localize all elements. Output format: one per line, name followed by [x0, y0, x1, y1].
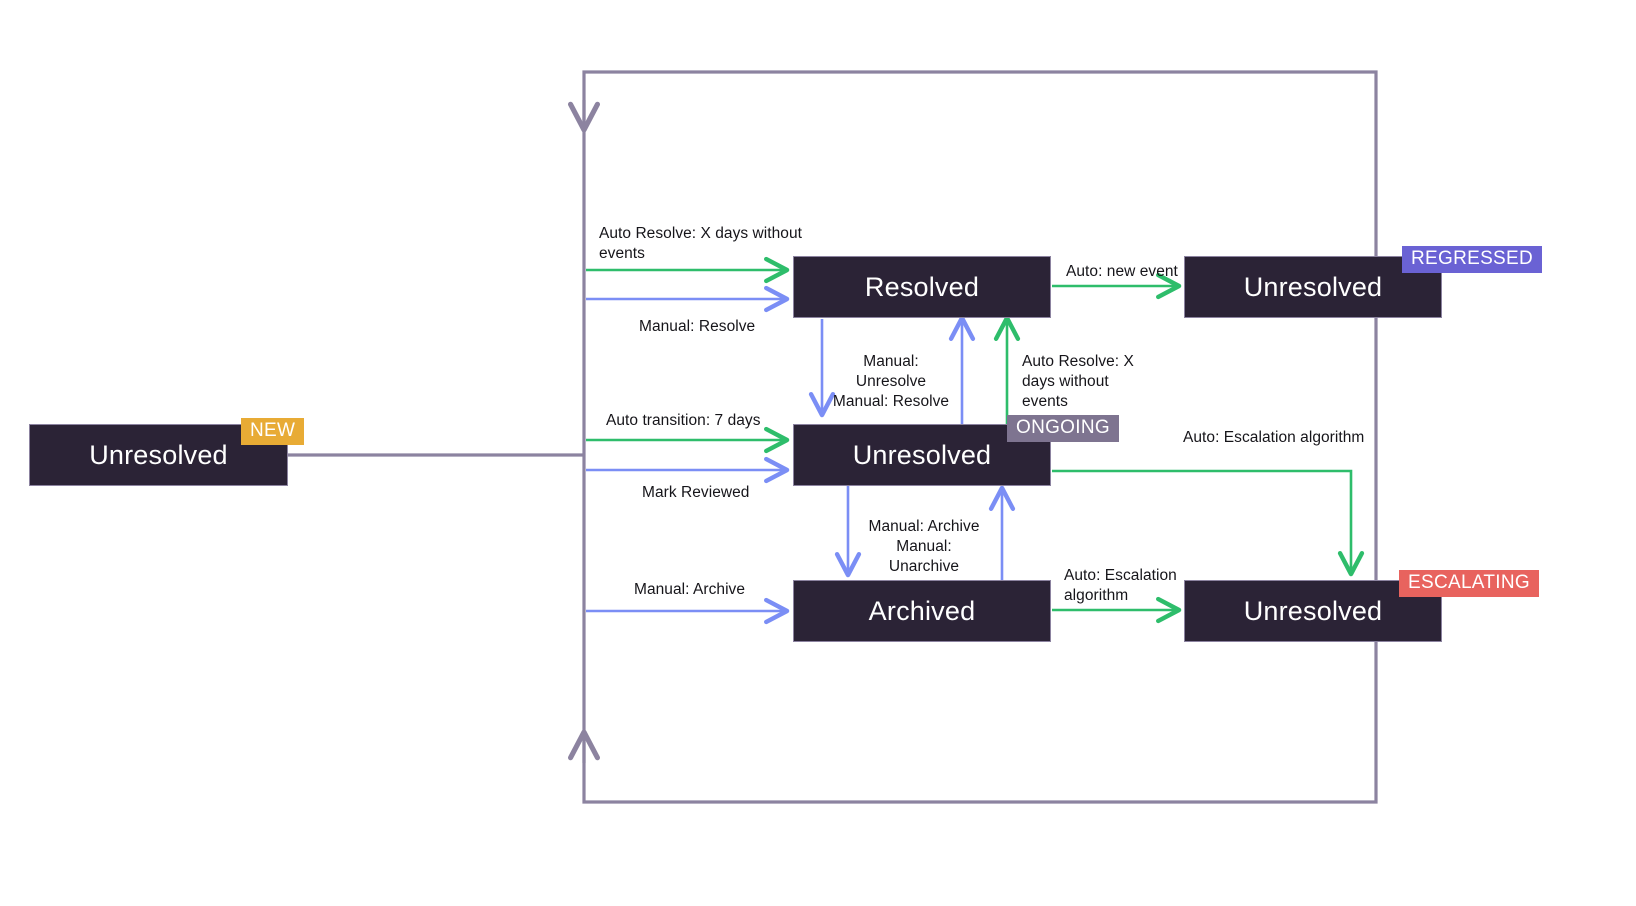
node-label: Resolved [864, 271, 980, 302]
status-badge-new: NEW [241, 418, 305, 445]
node-label: Unresolved [89, 439, 228, 470]
node-label: Archived [868, 595, 976, 626]
status-badge-ongoing: ONGOING [1007, 415, 1119, 442]
edge-label-manual-resolve: Manual: Resolve [639, 318, 756, 335]
edge-label-auto-transition-7-days: Auto transition: 7 days [606, 412, 761, 429]
edge-label-manual-unresolve-resolve: Manual: Unresolve Manual: Resolve [832, 353, 950, 410]
node-unresolved-new[interactable]: Unresolved [29, 424, 288, 486]
edge-label-auto-new-event: Auto: new event [1066, 263, 1178, 280]
status-badge-escalating: ESCALATING [1399, 570, 1539, 597]
node-archived[interactable]: Archived [793, 580, 1051, 642]
edge-label-auto-resolve-x-days: Auto Resolve: X days without events [599, 225, 803, 262]
node-label: Unresolved [1243, 595, 1383, 626]
edge-label-auto-escalation-algorithm-bottom: Auto: Escalation algorithm [1064, 567, 1177, 604]
node-label: Unresolved [1243, 271, 1383, 302]
node-unresolved-regressed[interactable]: Unresolved [1184, 256, 1442, 318]
status-badge-regressed: REGRESSED [1402, 246, 1543, 273]
node-resolved[interactable]: Resolved [793, 256, 1051, 318]
edge-label-mark-reviewed: Mark Reviewed [642, 484, 750, 501]
edge-label-auto-resolve-x-days-up: Auto Resolve: X days without events [1022, 353, 1134, 410]
edge-label-auto-escalation-algorithm-top: Auto: Escalation algorithm [1183, 429, 1365, 446]
edge-label-manual-archive-left: Manual: Archive [634, 581, 746, 598]
node-label: Unresolved [852, 439, 992, 470]
edge-label-manual-archive-unarchive: Manual: Archive Manual: Unarchive [868, 518, 980, 575]
